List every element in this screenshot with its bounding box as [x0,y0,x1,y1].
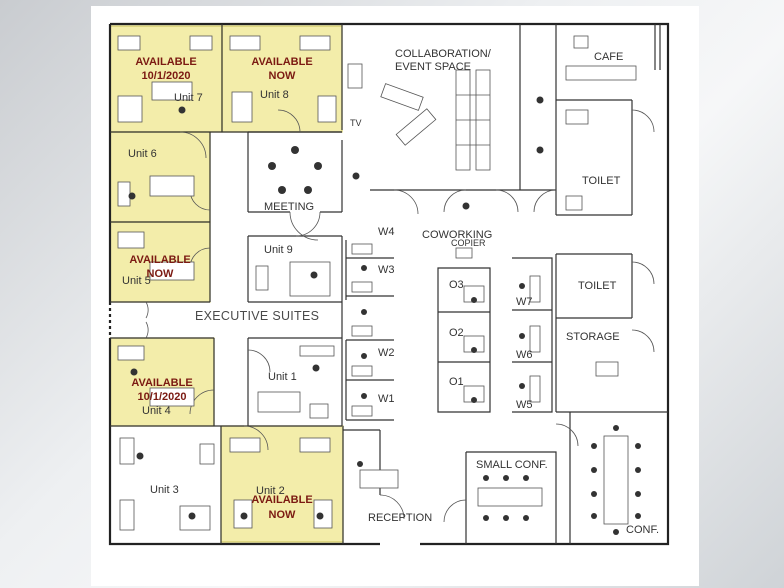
unit-label-9: Unit 9 [264,244,293,256]
label-copier: COPIER [451,238,486,248]
label-reception: RECEPTION [368,512,432,524]
availability-labels: AVAILABLE 10/1/2020 AVAILABLE NOW AVAILA… [129,56,312,521]
label-w1: W1 [378,393,395,405]
label-o3: O3 [449,279,464,291]
unit4-status-line1: AVAILABLE [131,377,192,389]
room-labels: COLLABORATION/ EVENT SPACE CAFE TOILET T… [195,48,659,536]
unit-label-8: Unit 8 [260,89,289,101]
unit7-status-line2: 10/1/2020 [142,70,191,82]
label-w3: W3 [378,264,395,276]
chairs [128,96,641,535]
unit5-status-line2: NOW [147,268,175,280]
unit5-status-line1: AVAILABLE [129,254,190,266]
exterior-walls [108,22,670,546]
unit4-status-line2: 10/1/2020 [138,391,187,403]
label-executive-suites: EXECUTIVE SUITES [195,309,319,323]
label-w4: W4 [378,226,395,238]
label-meeting: MEETING [264,201,314,213]
label-event-space: EVENT SPACE [395,61,471,73]
label-w2: W2 [378,347,395,359]
interior-walls [110,24,668,544]
label-w7: W7 [516,296,533,308]
unit-labels: Unit 7 Unit 8 Unit 6 Unit 5 Unit 9 Unit … [122,89,297,497]
label-w6: W6 [516,349,533,361]
label-small-conf: SMALL CONF. [476,459,548,471]
label-o1: O1 [449,376,464,388]
unit-label-7: Unit 7 [174,92,203,104]
unit-label-2: Unit 2 [256,485,285,497]
furniture [117,35,637,531]
label-w5: W5 [516,399,533,411]
label-conf: CONF. [626,524,659,536]
unit2-status-line2: NOW [269,509,297,521]
unit-label-3: Unit 3 [150,484,179,496]
unit-label-1: Unit 1 [268,371,297,383]
label-coworking: COWORKING [422,229,492,241]
label-toilet-mid: TOILET [578,280,617,292]
label-storage: STORAGE [566,331,620,343]
unit-label-4: Unit 4 [142,405,171,417]
label-tv: TV [350,118,362,128]
unit-label-6: Unit 6 [128,148,157,160]
unit8-status-line2: NOW [269,70,297,82]
unit-label-5: Unit 5 [122,275,151,287]
unit8-status-line1: AVAILABLE [251,56,312,68]
label-toilet-top: TOILET [582,175,621,187]
label-cafe: CAFE [594,51,623,63]
label-o2: O2 [449,327,464,339]
unit2-status-line1: AVAILABLE [251,494,312,506]
label-collaboration: COLLABORATION/ [395,48,492,60]
workstation-labels: W4 W3 W2 W1 W7 W6 W5 O3 O2 O1 [378,226,533,411]
unit7-status-line1: AVAILABLE [135,56,196,68]
